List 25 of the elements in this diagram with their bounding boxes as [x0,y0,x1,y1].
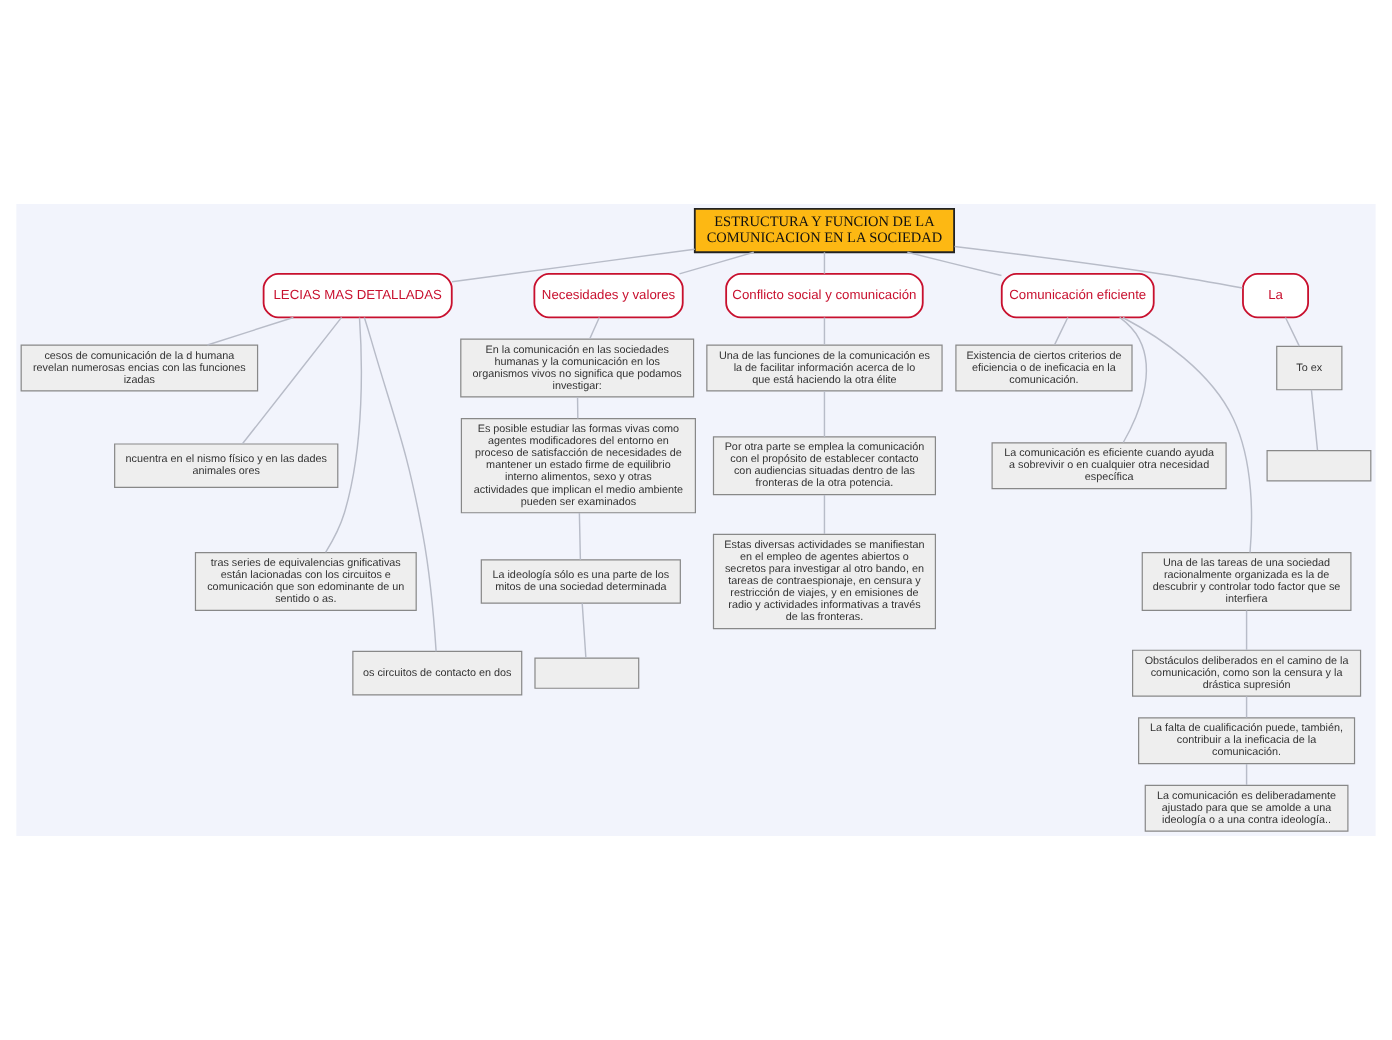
connector [589,316,601,340]
connector [1245,763,1248,786]
connector [1122,316,1253,554]
connector [576,396,579,420]
connector [823,494,826,535]
connector [823,390,826,438]
connector [953,245,1244,289]
connector [1119,316,1147,444]
connector [581,602,587,659]
connector [1284,316,1301,347]
connector [1053,316,1069,346]
connector [823,251,826,275]
connector [451,248,696,283]
connector [906,251,1003,277]
node-box [1266,450,1372,482]
connector [823,316,826,346]
connector [363,316,437,653]
connector [1245,695,1248,719]
connector [1245,609,1248,651]
connector [578,512,582,561]
connector [324,316,363,554]
connector [206,316,295,346]
connector [241,316,343,445]
node-box [534,657,640,689]
connector [1310,389,1319,451]
